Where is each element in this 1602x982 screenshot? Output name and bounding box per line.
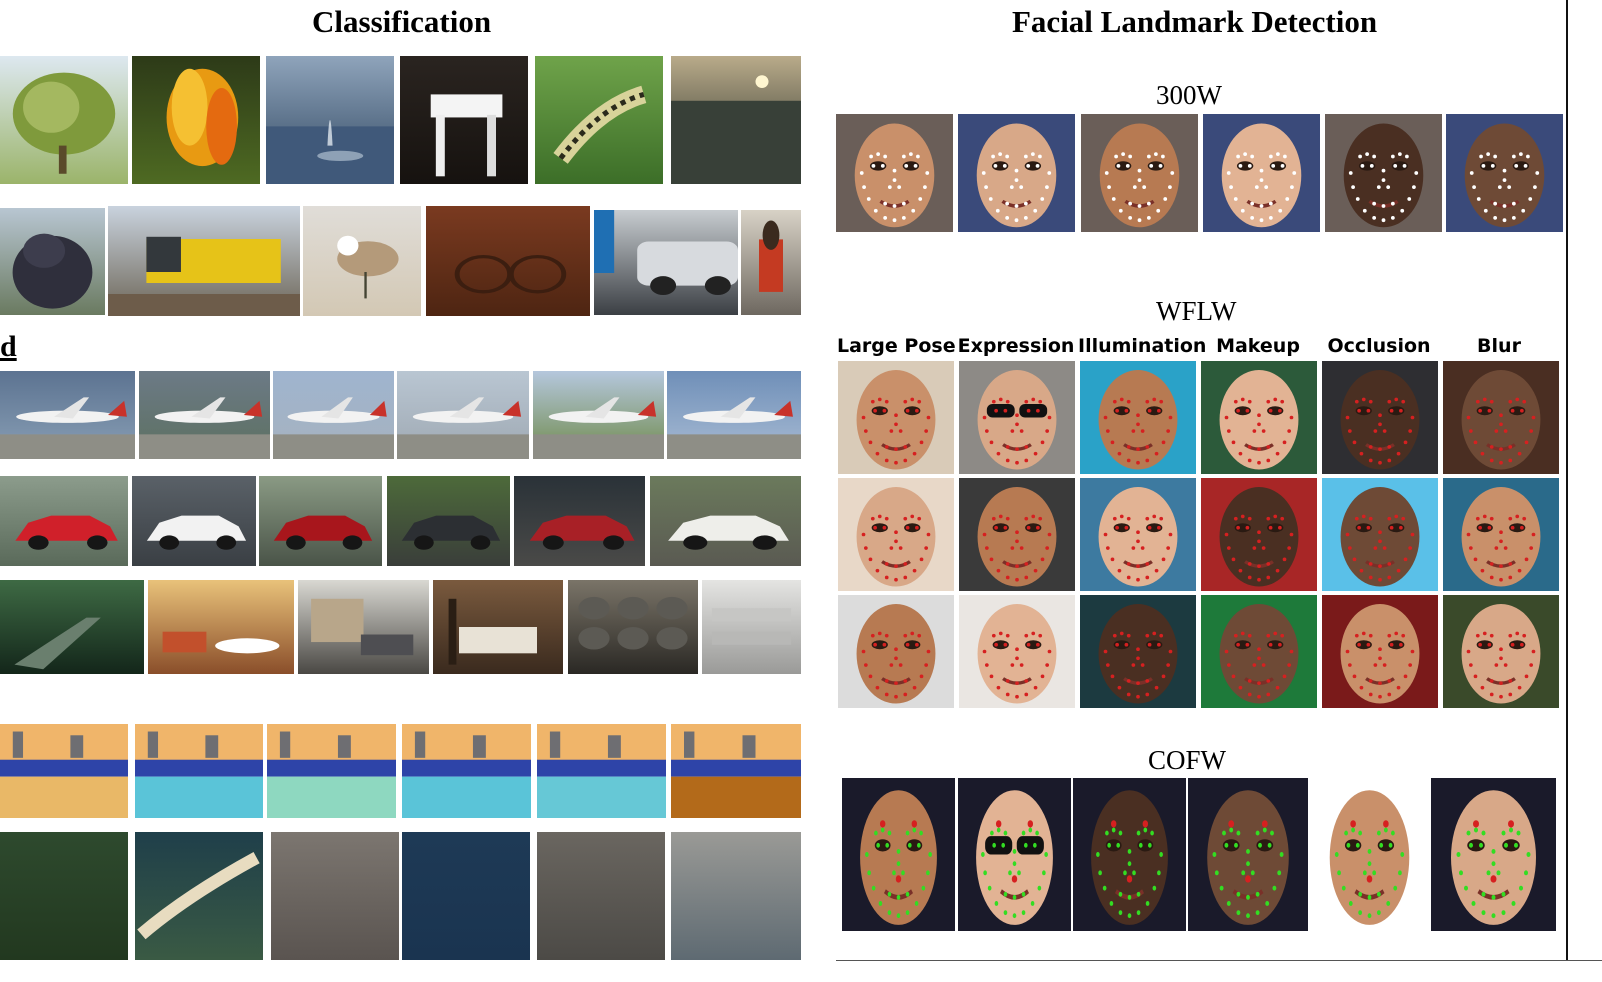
jet-photo-2 [139,371,270,459]
face-cofw-3 [1073,778,1186,931]
synthetic-scene-3 [267,724,396,818]
wflw-label-expression: Expression [957,335,1075,357]
car-photo [594,210,738,315]
airliner-photo-3 [667,371,801,459]
table-photo [400,56,528,184]
face-wflw-3-1 [838,595,954,708]
highway-satellite [671,832,801,960]
synthetic-scene-4 [402,724,531,818]
tulip-photo [132,56,260,184]
face-300w-5 [1325,114,1442,232]
face-300w-6 [1446,114,1563,232]
airliner-photo-2 [397,371,529,459]
store-photo [702,580,801,674]
face-300w-4 [1203,114,1320,232]
dataset-title-300w: 300W [1156,80,1222,110]
wflw-label-illumination: Illumination [1078,335,1207,357]
bedroom-photo [433,580,563,674]
synthetic-scene-2 [135,724,263,818]
face-cofw-6 [1431,778,1556,931]
face-wflw-2-6 [1443,478,1559,591]
wflw-label-blur: Blur [1477,335,1521,357]
face-wflw-3-6 [1443,595,1559,708]
face-300w-2 [958,114,1075,232]
pickup-photo [259,476,382,566]
train-photo [108,206,300,316]
seal-photo [0,208,105,315]
face-wflw-1-2 [959,361,1075,474]
airliner-photo-1 [273,371,394,459]
bicycle-photo [426,206,590,316]
garage-photo [298,580,429,674]
whale-spout-photo [266,56,394,184]
wflw-label-occlusion: Occlusion [1327,335,1431,357]
face-wflw-2-3 [1080,478,1196,591]
suv-photo [514,476,645,566]
face-wflw-3-4 [1201,595,1317,708]
urban-satellite [271,832,399,960]
synthetic-scene-5 [537,724,666,818]
city-satellite [537,832,665,960]
tree-photo [0,56,128,184]
river-satellite [135,832,263,960]
face-wflw-1-6 [1443,361,1559,474]
face-wflw-2-2 [959,478,1075,591]
face-wflw-2-4 [1201,478,1317,591]
classification-title: Classification [312,4,492,39]
water-satellite [402,832,530,960]
sedan-photo [387,476,510,566]
face-300w-1 [836,114,953,232]
face-wflw-1-4 [1201,361,1317,474]
sports-car-photo [0,476,128,566]
van-photo [132,476,256,566]
dataset-title-wflw: WFLW [1156,296,1237,326]
wflw-label-makeup: Makeup [1216,335,1300,357]
escalator-photo [0,580,144,674]
synthetic-scene-6 [671,724,801,818]
shorebird-photo [303,206,421,316]
face-wflw-1-3 [1080,361,1196,474]
synthetic-scene-1 [0,724,128,818]
face-300w-3 [1081,114,1198,232]
jet-photo-1 [0,371,135,459]
face-wflw-1-1 [838,361,954,474]
face-wflw-3-3 [1080,595,1196,708]
row-label: d [0,330,17,363]
jet-photo-3 [533,371,664,459]
wflw-label-large-pose: Large Pose [837,335,956,357]
face-cofw-4 [1188,778,1308,931]
face-wflw-1-5 [1322,361,1438,474]
sunset-sea-photo [671,56,801,184]
face-cofw-2 [958,778,1071,931]
face-wflw-3-5 [1322,595,1438,708]
face-cofw-1 [842,778,955,931]
forest-satellite [0,832,128,960]
wine-cellar-photo [568,580,698,674]
face-wflw-3-2 [959,595,1075,708]
face-wflw-2-5 [1322,478,1438,591]
face-wflw-2-1 [838,478,954,591]
bottom-border [836,960,1602,961]
hydrant-photo [741,210,801,315]
landmark-title: Facial Landmark Detection [1012,4,1378,39]
dataset-title-cofw: COFW [1148,745,1227,775]
right-border [1566,0,1568,960]
living-room-photo [148,580,294,674]
luxury-car-photo [650,476,801,566]
face-cofw-5 [1311,778,1428,931]
caterpillar-photo [535,56,663,184]
